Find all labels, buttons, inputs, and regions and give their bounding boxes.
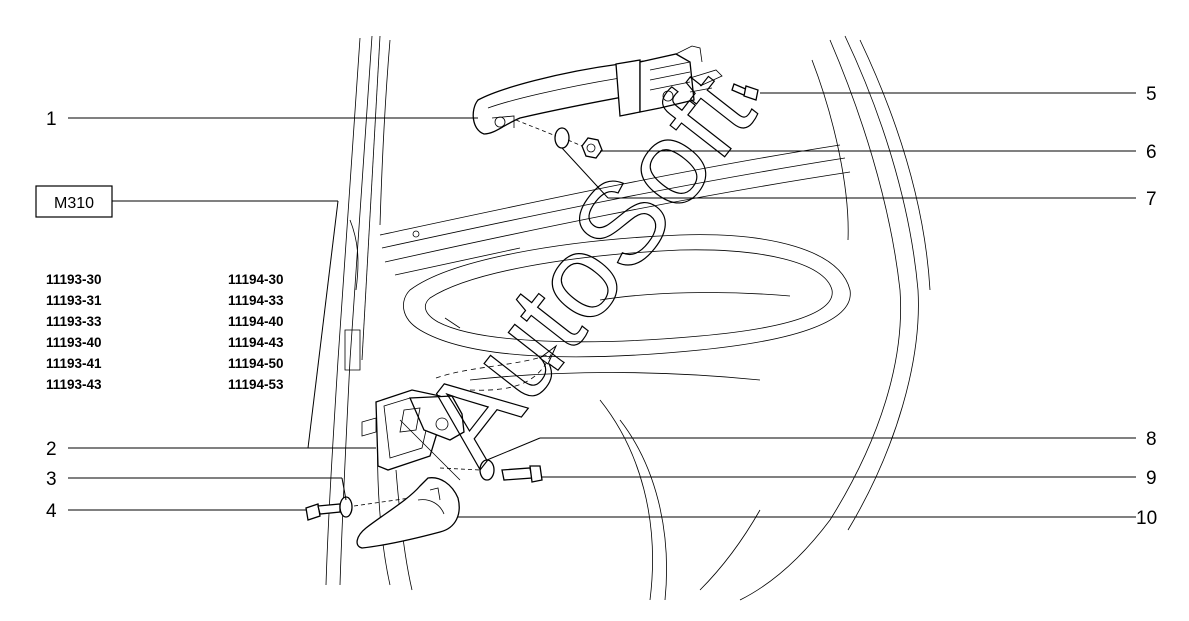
model-code: 11193-40 — [46, 335, 102, 350]
model-code: 11194-50 — [228, 356, 284, 371]
leader-lines — [68, 92, 1136, 518]
model-code: 11194-43 — [228, 335, 284, 350]
door-body — [325, 35, 931, 601]
watermark: AutoSoft — [396, 48, 779, 486]
model-code: 11194-33 — [228, 293, 284, 308]
interior-handle-bracket — [361, 389, 465, 481]
washer-3 — [339, 496, 353, 518]
model-code: 11193-31 — [46, 293, 102, 308]
nut-6 — [581, 137, 603, 159]
callout-numbers: 1 2 3 4 5 6 7 8 9 10 — [46, 84, 1157, 529]
callout-8: 8 — [1146, 429, 1157, 450]
screw-5 — [731, 83, 759, 101]
callout-7: 7 — [1146, 189, 1157, 210]
model-list-2: 11194-30 11194-33 11194-40 11194-43 1119… — [228, 272, 284, 392]
callout-10: 10 — [1136, 508, 1157, 529]
callout-3: 3 — [46, 469, 57, 490]
model-code: 11193-43 — [46, 377, 102, 392]
callout-4: 4 — [46, 501, 57, 522]
screw-4 — [305, 503, 341, 521]
model-code: 11193-30 — [46, 272, 102, 287]
model-code: 11194-53 — [228, 377, 284, 392]
reference-code-box: M310 — [35, 185, 113, 218]
model-code: 11194-40 — [228, 314, 284, 329]
callout-5: 5 — [1146, 84, 1157, 105]
model-list-1: 11193-30 11193-31 11193-33 11193-40 1119… — [46, 272, 102, 392]
model-code: 11193-33 — [46, 314, 102, 329]
washer-7 — [554, 127, 570, 149]
reference-code: M310 — [54, 195, 94, 212]
interior-handle-lever — [356, 477, 460, 549]
model-code: 11193-41 — [46, 356, 102, 371]
model-code: 11194-30 — [228, 272, 284, 287]
screw-9 — [501, 465, 543, 483]
exterior-door-handle — [472, 45, 723, 135]
callout-6: 6 — [1146, 142, 1157, 163]
callout-9: 9 — [1146, 468, 1157, 489]
callout-2: 2 — [46, 439, 57, 460]
callout-1: 1 — [46, 109, 57, 130]
